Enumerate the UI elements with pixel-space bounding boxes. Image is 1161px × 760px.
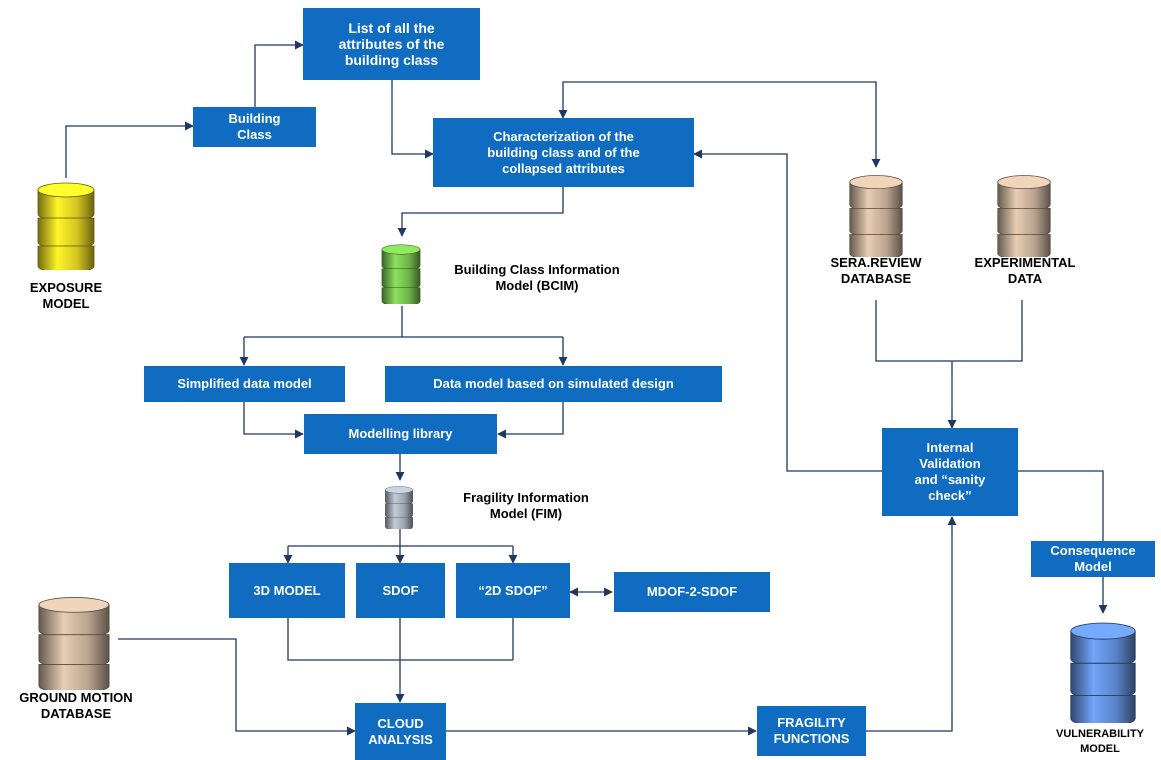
cylinder-top: [385, 486, 413, 494]
arrow-exposure-to-building-class: [65, 121, 194, 178]
experimental-data-label: EXPERIMENTAL DATA: [974, 255, 1076, 286]
2d-sdof-box: “2D SDOF”: [456, 563, 570, 618]
cylinder-layer: [385, 517, 413, 529]
experimental-data-database-icon: [997, 175, 1051, 257]
characterization-box: Characterization of the building class a…: [433, 118, 694, 187]
modelling-library-box: Modelling library: [304, 414, 497, 454]
sera-review-label: SERA.REVIEW DATABASE: [830, 255, 922, 286]
attributes-list-box: List of all the attributes of the buildi…: [303, 8, 480, 80]
cylinder-layer: [381, 287, 421, 304]
cylinder-layer: [37, 245, 95, 270]
cylinder-top: [381, 244, 421, 255]
sdof-box: SDOF: [356, 563, 445, 618]
sera-review-database-icon: [849, 175, 903, 257]
cylinder-top: [37, 182, 95, 198]
cylinder-layer: [385, 503, 413, 519]
cylinder-layer: [997, 234, 1051, 257]
arrow-simplified-to-library: [243, 402, 304, 439]
cylinder-layer: [38, 634, 110, 669]
arrow-validation-to-characterization: [693, 149, 882, 472]
arrow-characterization-to-bcim: [397, 187, 564, 237]
vulnerability-model-label: VULNERABILITY MODEL: [1056, 728, 1144, 755]
arrow-validation-to-consequence: [1018, 470, 1104, 541]
exposure-model-label: EXPOSURE MODEL: [29, 280, 103, 311]
arrow-characterization-to-sera: [558, 81, 881, 168]
cloud-analysis-box: CLOUD ANALYSIS: [355, 703, 446, 760]
cylinder-top: [1070, 622, 1136, 640]
arrow-ground-to-cloud: [118, 638, 356, 736]
cylinder-layer: [38, 664, 110, 690]
internal-validation-box: Internal Validation and “sanity check”: [882, 428, 1018, 516]
fim-label: Fragility Information Model (FIM): [463, 490, 589, 521]
cylinder-layer: [1070, 694, 1136, 723]
simplified-data-model-box: Simplified data model: [144, 366, 345, 402]
bcim-database-icon: [381, 244, 421, 304]
simulated-design-data-model-box: Data model based on simulated design: [385, 366, 722, 402]
cylinder-layer: [37, 217, 95, 250]
ground-motion-label: GROUND MOTION DATABASE: [19, 690, 133, 721]
cylinder-top: [849, 175, 903, 190]
3d-model-box: 3D MODEL: [229, 563, 345, 618]
arrow-fragility-to-validation: [866, 516, 957, 732]
exposure-database-icon: [37, 182, 95, 270]
arrow-building-class-to-attributes: [254, 40, 304, 108]
arrow-sera-down: [875, 300, 1023, 362]
vulnerability-database-icon: [1070, 622, 1136, 723]
building-class-box: Building Class: [193, 107, 316, 147]
arrow-simulated-to-library: [497, 402, 564, 439]
cylinder-layer: [849, 207, 903, 238]
cylinder-layer: [997, 207, 1051, 238]
cylinder-top: [38, 597, 110, 613]
consequence-model-box: Consequence Model: [1031, 541, 1155, 577]
cylinder-layer: [381, 268, 421, 290]
fim-database-icon: [385, 486, 413, 529]
cylinder-layer: [849, 234, 903, 257]
arrow-attributes-to-characterization: [391, 80, 434, 159]
fragility-functions-box: FRAGILITY FUNCTIONS: [757, 706, 866, 756]
arrow-3d-down: [287, 618, 513, 661]
ground-motion-database-icon: [38, 597, 110, 690]
cylinder-top: [997, 175, 1051, 190]
cylinder-layer: [1070, 662, 1136, 700]
mdof-2-sdof-box: MDOF-2-SDOF: [614, 572, 770, 612]
bcim-label: Building Class Information Model (BCIM): [454, 262, 620, 293]
